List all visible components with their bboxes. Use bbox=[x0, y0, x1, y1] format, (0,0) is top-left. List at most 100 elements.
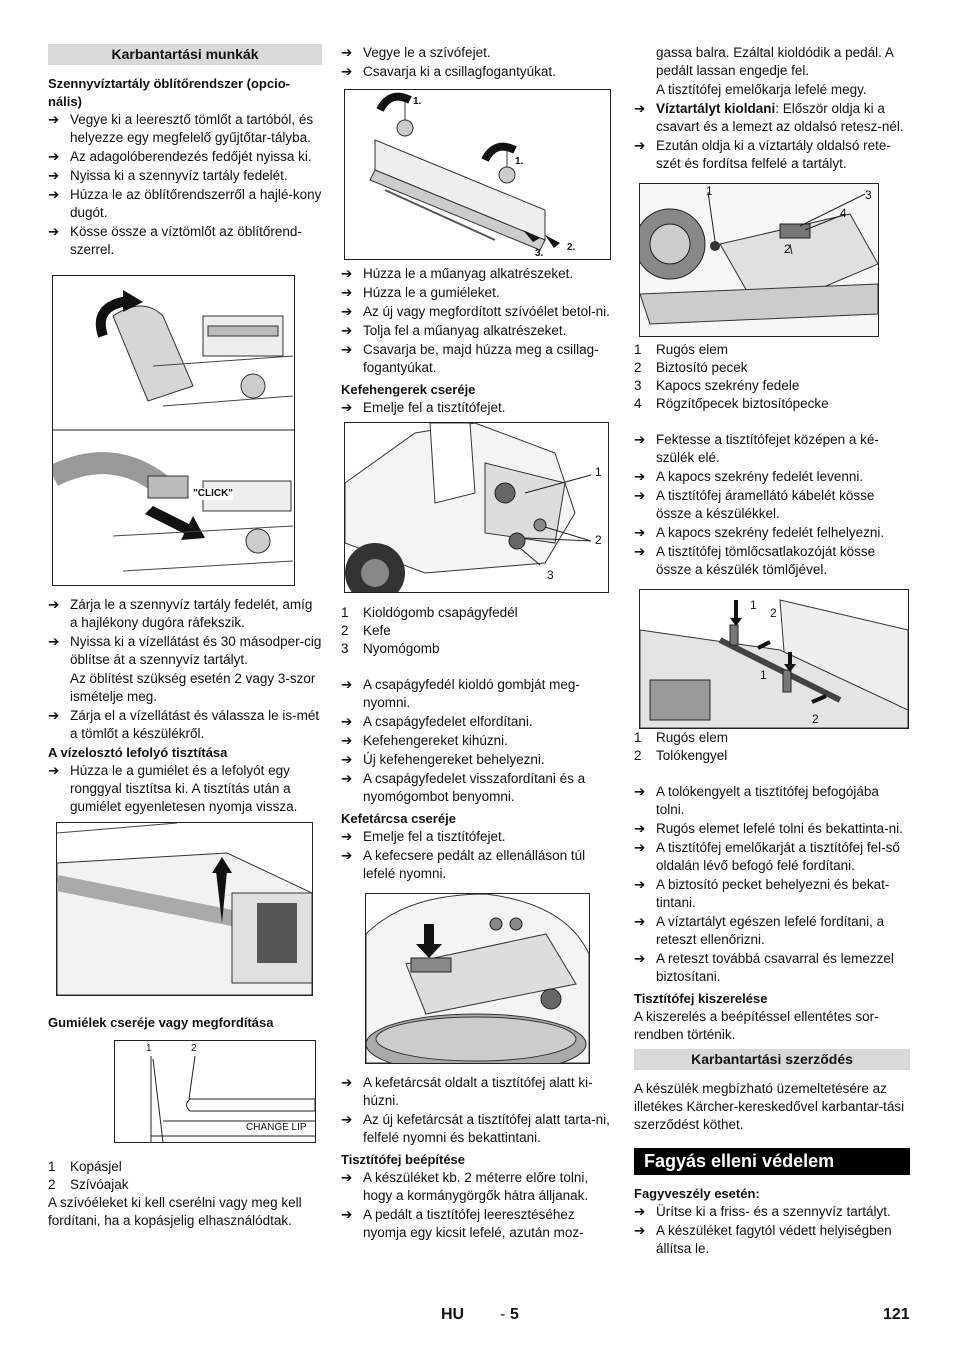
list-item: ➔A víztartályt egészen lefelé fordítani,… bbox=[634, 914, 885, 947]
arrow-icon: ➔ bbox=[341, 45, 353, 60]
arrow-icon: ➔ bbox=[634, 1223, 646, 1238]
arrow-icon: ➔ bbox=[341, 677, 353, 692]
list-item: ➔Zárja le a szennyvíz tartály fedelét, a… bbox=[48, 597, 313, 630]
arrow-icon: ➔ bbox=[634, 914, 646, 929]
arrow-icon: ➔ bbox=[634, 784, 646, 799]
lips-text: A szívóéleket ki kell cserélni vagy meg … bbox=[48, 1195, 302, 1228]
label-1: 1 bbox=[706, 184, 713, 198]
subheading-removal: Tisztítófej kiszerelése bbox=[634, 991, 768, 1006]
arrow-icon: ➔ bbox=[634, 1204, 646, 1219]
list-item: ➔A kefecsere pedált az ellenálláson túl … bbox=[341, 848, 586, 881]
label-3: 3 bbox=[547, 568, 554, 582]
note: Az öblítést szükség esetén 2 vagy 3-szor… bbox=[70, 671, 316, 704]
arrow-icon: ➔ bbox=[341, 400, 353, 415]
list-item: ➔A kefetárcsát oldalt a tisztítófej alat… bbox=[341, 1075, 593, 1108]
list-item: ➔Víztartályt kioldani: Először oldja ki … bbox=[634, 101, 904, 134]
list-item: ➔A tisztítófej áramellátó kábelét kösse … bbox=[634, 488, 875, 521]
figure-drain bbox=[56, 822, 313, 996]
arrow-icon: ➔ bbox=[48, 763, 60, 778]
removal-text: A kiszerelés a beépítéssel ellentétes so… bbox=[634, 1009, 879, 1042]
list-item: ➔Kefehengereket kihúzni. bbox=[341, 733, 508, 748]
list-item: ➔Nyissa ki a szennyvíz tartály fedelét. bbox=[48, 168, 288, 183]
footer-section-number: 5 bbox=[510, 1306, 519, 1323]
arrow-icon: ➔ bbox=[341, 733, 353, 748]
list-item: ➔Kösse össze a víztömlőt az öblítőrend-s… bbox=[48, 224, 302, 257]
footer-page-number: 121 bbox=[883, 1306, 910, 1323]
section-heading-contract: Karbantartási szerződés bbox=[634, 1049, 910, 1070]
label-1: 1 bbox=[146, 1043, 152, 1054]
contract-text: A készülék megbízható üzemeltetésére az … bbox=[634, 1081, 905, 1132]
arrow-icon: ➔ bbox=[341, 64, 353, 79]
list-item: ➔A csapágyfedelet visszafordítani és a n… bbox=[341, 771, 586, 804]
arrow-icon: ➔ bbox=[48, 224, 60, 239]
label-2: 2 bbox=[770, 606, 777, 620]
disc-steps-2: ➔A kefetárcsát oldalt a tisztítófej alat… bbox=[341, 1074, 613, 1147]
subheading-roller: Kefehengerek cseréje bbox=[341, 382, 476, 397]
list-item: ➔Tolja fel a műanyag alkatrészeket. bbox=[341, 323, 567, 338]
chapter-heading-frost: Fagyás elleni védelem bbox=[634, 1148, 910, 1175]
arrow-icon: ➔ bbox=[634, 840, 646, 855]
arrow-icon: ➔ bbox=[634, 469, 646, 484]
step-label: 2. bbox=[567, 242, 576, 253]
column-1: Karbantartási munkák Szennyvíztartály öb… bbox=[48, 44, 322, 1230]
list-item: ➔A csapágyfedél kioldó gombját meg-nyomn… bbox=[341, 677, 580, 710]
arrow-icon: ➔ bbox=[48, 634, 60, 649]
list-item: ➔Az adagolóberendezés fedőjét nyissa ki. bbox=[48, 149, 312, 164]
section-heading-maintenance: Karbantartási munkák bbox=[48, 44, 322, 65]
arrow-icon: ➔ bbox=[341, 266, 353, 281]
footer-dash: - bbox=[500, 1306, 506, 1323]
arrow-icon: ➔ bbox=[341, 1207, 353, 1222]
list-item: ➔Az új kefetárcsát a tisztítófej alatt t… bbox=[341, 1112, 610, 1145]
list-item: ➔Emelje fel a tisztítófejet. bbox=[341, 829, 506, 844]
figure-brush-disc bbox=[365, 893, 590, 1064]
list-item: ➔Nyissa ki a vízellátást és 30 másodper-… bbox=[48, 634, 322, 667]
steps-c: ➔A tolókengyelt a tisztítófej befogójába… bbox=[634, 783, 910, 986]
list-item: ➔Az új vagy megfordított szívóélet betol… bbox=[341, 304, 610, 319]
arrow-icon: ➔ bbox=[341, 285, 353, 300]
figure-flush-hose: "CLICK" bbox=[52, 275, 295, 586]
arrow-icon: ➔ bbox=[341, 1075, 353, 1090]
list-item: ➔A tolókengyelt a tisztítófej befogójába… bbox=[634, 784, 879, 817]
arrow-icon: ➔ bbox=[341, 1170, 353, 1185]
footer-language: HU bbox=[441, 1306, 465, 1323]
arrow-icon: ➔ bbox=[634, 877, 646, 892]
steps-b: ➔Húzza le a műanyag alkatrészeket. ➔Húzz… bbox=[341, 265, 613, 377]
column-2: ➔Vegye le a szívófejet. ➔Csavarja ki a c… bbox=[341, 44, 613, 1243]
list-item: ➔A tisztítófej emelőkarját a tisztítófej… bbox=[634, 840, 900, 873]
arrow-icon: ➔ bbox=[341, 342, 353, 357]
arrow-icon: ➔ bbox=[634, 951, 646, 966]
list-item: ➔Ürítse ki a friss- és a szennyvíz tartá… bbox=[634, 1204, 891, 1219]
arrow-icon: ➔ bbox=[634, 525, 646, 540]
figure-roller-brush: 1 2 3 bbox=[344, 422, 609, 593]
label-2: 2 bbox=[784, 242, 791, 256]
list-item: ➔Új kefehengereket behelyezni. bbox=[341, 752, 545, 767]
arrow-icon: ➔ bbox=[341, 714, 353, 729]
change-lip-label: CHANGE LIP bbox=[246, 1122, 307, 1133]
list-item: ➔A készüléket kb. 2 méterre előre tolni,… bbox=[341, 1170, 589, 1203]
subheading-disc: Kefetárcsa cseréje bbox=[341, 811, 456, 826]
list-item: ➔Emelje fel a tisztítófejet. bbox=[341, 400, 506, 415]
list-item: ➔Húzza le a gumiélet és a lefolyót egy r… bbox=[48, 763, 298, 814]
subheading-lips: Gumiélek cseréje vagy megfordítása bbox=[48, 1015, 274, 1030]
label-2: 2 bbox=[191, 1043, 197, 1054]
steps-b: ➔Fektesse a tisztítófejet középen a ké-s… bbox=[634, 431, 910, 579]
label-3: 3 bbox=[865, 188, 872, 202]
figure-push-bracket: 1 2 1 2 bbox=[639, 589, 909, 729]
arrow-icon: ➔ bbox=[341, 848, 353, 863]
label-2: 2 bbox=[812, 712, 819, 726]
list-item: ➔Ezután oldja ki a víztartály oldalsó re… bbox=[634, 138, 891, 171]
arrow-icon: ➔ bbox=[48, 708, 60, 723]
subheading-drain: A vízelosztó lefolyó tisztítása bbox=[48, 745, 228, 760]
figure-water-tank: 1 3 4 2 bbox=[639, 183, 879, 337]
label-2: 2 bbox=[595, 533, 602, 547]
list-item: ➔Vegye le a szívófejet. bbox=[341, 45, 491, 60]
arrow-icon: ➔ bbox=[48, 149, 60, 164]
column-3: gassa balra. Ezáltal kioldódik a pedál. … bbox=[634, 44, 910, 1259]
